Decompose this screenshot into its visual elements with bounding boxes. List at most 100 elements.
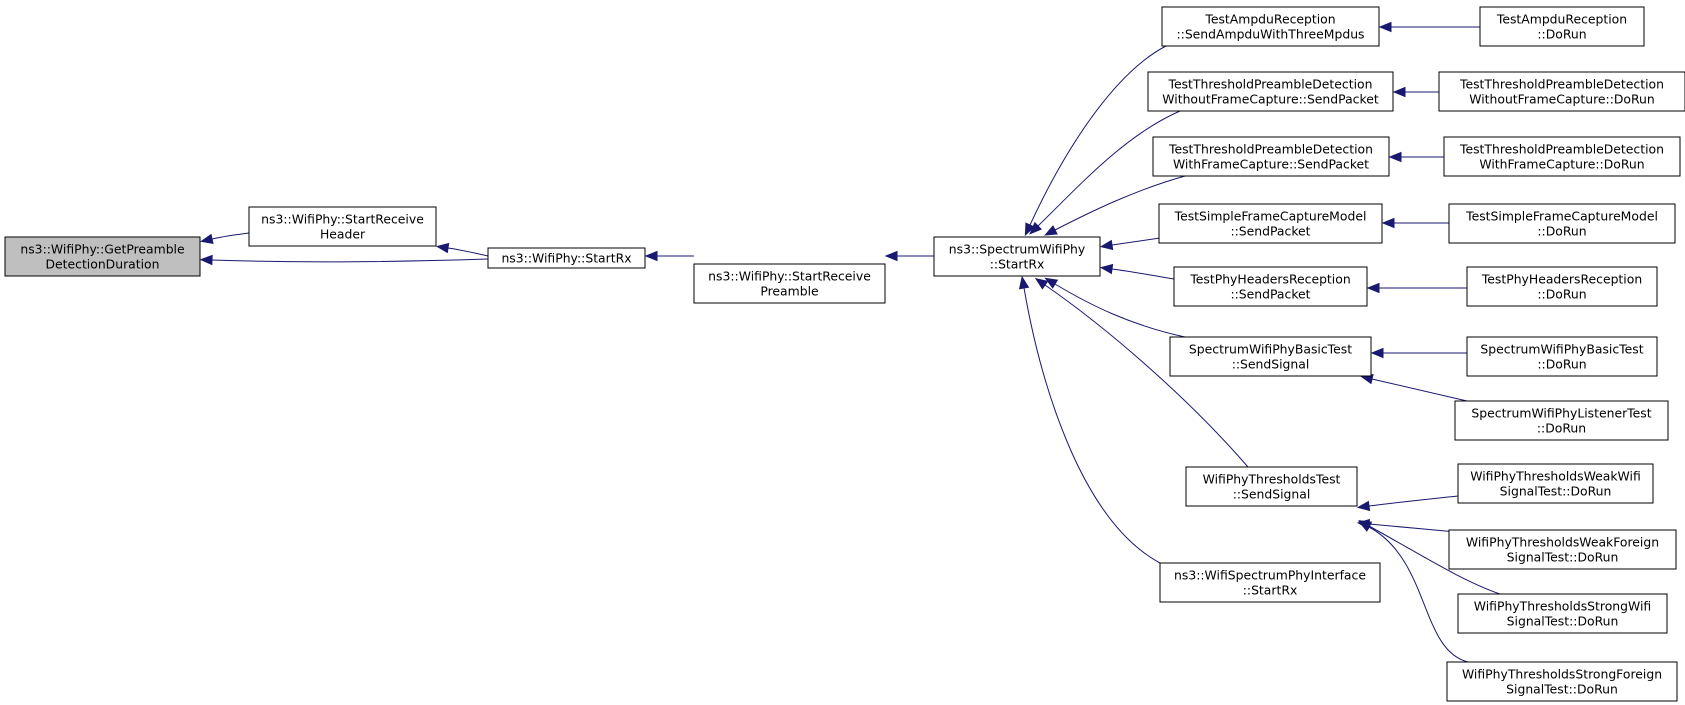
node-label-line: WithoutFrameCapture::SendPacket: [1162, 92, 1379, 107]
node-label-line: WifiPhyThresholdsStrongForeign: [1462, 667, 1662, 682]
node-label-line: WifiPhyThresholdsWeakForeign: [1466, 535, 1659, 550]
nodes-layer: ns3::WifiPhy::GetPreambleDetectionDurati…: [4, 6, 1685, 702]
node-tpd-with-dorun[interactable]: TestThresholdPreambleDetectionWithFrameC…: [1443, 136, 1681, 177]
node-label-line: TestPhyHeadersReception: [1189, 272, 1350, 287]
node-box: [248, 206, 437, 247]
node-swpb-send[interactable]: SpectrumWifiPhyBasicTest::SendSignal: [1169, 336, 1372, 377]
node-wpt-weak-wifi[interactable]: WifiPhyThresholdsWeakWifiSignalTest::DoR…: [1457, 463, 1654, 504]
node-swpb-dorun[interactable]: SpectrumWifiPhyBasicTest::DoRun: [1466, 336, 1658, 377]
node-label-line: ::SendAmpduWithThreeMpdus: [1176, 27, 1364, 42]
node-label-line: ns3::WifiPhy::GetPreamble: [20, 242, 184, 257]
edge-ampdu_send_three-to-spectrum_wifi_phy_start_rx: [1024, 45, 1167, 237]
node-label-line: ::StartRx: [1243, 583, 1298, 598]
node-label-line: WithoutFrameCapture::DoRun: [1469, 92, 1655, 107]
edge-line: [1023, 287, 1161, 564]
node-box: [4, 236, 201, 277]
node-label-line: WifiPhyThresholdsWeakWifi: [1470, 469, 1641, 484]
edge-swpb_send-to-spectrum_wifi_phy_start_rx: [1044, 277, 1186, 338]
node-label-line: ::DoRun: [1537, 27, 1586, 42]
node-label-line: ns3::WifiPhy::StartReceive: [708, 269, 871, 284]
node-box: [693, 263, 886, 304]
node-label-line: ::SendSignal: [1233, 487, 1311, 502]
edge-phr_dorun-to-phr_send: [1366, 282, 1467, 294]
arrowhead: [1358, 521, 1372, 532]
node-label-line: TestSimpleFrameCaptureModel: [1465, 209, 1658, 224]
edge-tpd_with_send-to-spectrum_wifi_phy_start_rx: [1044, 175, 1186, 236]
node-box: [1466, 266, 1658, 307]
node-sfc-dorun[interactable]: TestSimpleFrameCaptureModel::DoRun: [1448, 203, 1676, 244]
node-box: [1466, 336, 1658, 377]
arrowhead: [1018, 275, 1030, 290]
node-phr-send[interactable]: TestPhyHeadersReception::SendPacket: [1173, 266, 1368, 307]
arrowhead: [199, 254, 213, 266]
edge-line: [211, 232, 250, 240]
node-tpd-without-send[interactable]: TestThresholdPreambleDetectionWithoutFra…: [1147, 71, 1394, 112]
edge-wifi_phy_start_rx-to-start_receive_header: [435, 242, 489, 257]
edge-sfc_dorun-to-sfc_send: [1381, 217, 1450, 229]
edge-phr_send-to-spectrum_wifi_phy_start_rx: [1099, 263, 1175, 280]
node-box: [1448, 203, 1676, 244]
edge-start_receive_preamble-to-wifi_phy_start_rx: [644, 250, 695, 262]
node-label-line: TestSimpleFrameCaptureModel: [1174, 209, 1367, 224]
node-sfc-send[interactable]: TestSimpleFrameCaptureModel::SendPacket: [1158, 203, 1383, 244]
arrowhead: [644, 250, 658, 262]
node-label-line: ::SendPacket: [1230, 224, 1310, 239]
node-tpd-without-dorun[interactable]: TestThresholdPreambleDetectionWithoutFra…: [1438, 71, 1685, 112]
edge-start_receive_header-to-get_preamble_detection_duration: [199, 232, 250, 245]
node-phr-dorun[interactable]: TestPhyHeadersReception::DoRun: [1466, 266, 1658, 307]
arrowhead: [1029, 221, 1043, 235]
arrowhead: [1366, 282, 1380, 294]
arrowhead: [435, 242, 450, 254]
node-box: [1147, 71, 1394, 112]
node-label-line: WithFrameCapture::DoRun: [1479, 157, 1644, 172]
arrowhead: [1034, 277, 1049, 290]
node-get-preamble-detection-duration[interactable]: ns3::WifiPhy::GetPreambleDetectionDurati…: [4, 236, 201, 277]
node-label-line: ns3::WifiPhy::StartRx: [501, 251, 631, 266]
node-label-line: ::DoRun: [1537, 287, 1586, 302]
edge-wifi_spectrum_phy_iface-to-spectrum_wifi_phy_start_rx: [1018, 275, 1161, 564]
node-label-line: ns3::WifiSpectrumPhyInterface: [1174, 568, 1366, 583]
node-ampdu-dorun[interactable]: TestAmpduReception::DoRun: [1479, 6, 1645, 47]
arrowhead: [1044, 225, 1058, 236]
node-box: [1479, 6, 1645, 47]
edges-layer: [199, 21, 1501, 663]
arrowhead: [1378, 21, 1392, 33]
edge-wifi_phy_start_rx-to-get_preamble_detection_duration: [199, 254, 489, 266]
node-label-line: ::SendSignal: [1232, 357, 1310, 372]
node-label-line: ::DoRun: [1537, 421, 1586, 436]
node-label-line: ::SendPacket: [1230, 287, 1310, 302]
node-tpd-with-send[interactable]: TestThresholdPreambleDetectionWithFrameC…: [1152, 136, 1390, 177]
arrowhead: [199, 233, 214, 245]
node-label-line: SignalTest::DoRun: [1507, 614, 1619, 629]
node-box: [1448, 529, 1677, 570]
node-spectrum-wifi-phy-start-rx[interactable]: ns3::SpectrumWifiPhy::StartRx: [933, 236, 1101, 277]
node-label-line: SpectrumWifiPhyListenerTest: [1471, 406, 1651, 421]
node-swpl-dorun[interactable]: SpectrumWifiPhyListenerTest::DoRun: [1454, 400, 1669, 441]
node-box: [1438, 71, 1685, 112]
node-ampdu-send-three[interactable]: TestAmpduReception::SendAmpduWithThreeMp…: [1161, 6, 1380, 47]
node-label-line: SignalTest::DoRun: [1507, 550, 1619, 565]
node-wpt-weak-foreign[interactable]: WifiPhyThresholdsWeakForeignSignalTest::…: [1448, 529, 1677, 570]
node-label-line: Header: [320, 227, 366, 242]
edge-swpb_dorun-to-swpb_send: [1370, 347, 1467, 359]
node-label-line: ::StartRx: [990, 257, 1045, 272]
node-box: [1457, 463, 1654, 504]
node-box: [1443, 136, 1681, 177]
node-wifi-spectrum-phy-iface[interactable]: ns3::WifiSpectrumPhyInterface::StartRx: [1159, 562, 1381, 603]
node-box: [1159, 562, 1381, 603]
edge-tpd_with_dorun-to-tpd_with_send: [1388, 151, 1444, 163]
node-wpt-strong-wifi[interactable]: WifiPhyThresholdsStrongWifiSignalTest::D…: [1457, 593, 1668, 634]
edge-line: [1368, 526, 1469, 663]
node-wpt-send[interactable]: WifiPhyThresholdsTest::SendSignal: [1185, 466, 1358, 507]
edge-line: [1111, 268, 1175, 280]
node-label-line: TestThresholdPreambleDetection: [1459, 142, 1664, 157]
node-wifi-phy-start-rx[interactable]: ns3::WifiPhy::StartRx: [487, 247, 646, 269]
node-wpt-strong-foreign[interactable]: WifiPhyThresholdsStrongForeignSignalTest…: [1446, 661, 1678, 702]
edge-line: [1054, 283, 1186, 338]
node-box: [1457, 593, 1668, 634]
node-label-line: SpectrumWifiPhyBasicTest: [1480, 342, 1643, 357]
node-label-line: TestPhyHeadersReception: [1481, 272, 1642, 287]
arrowhead: [884, 250, 898, 262]
